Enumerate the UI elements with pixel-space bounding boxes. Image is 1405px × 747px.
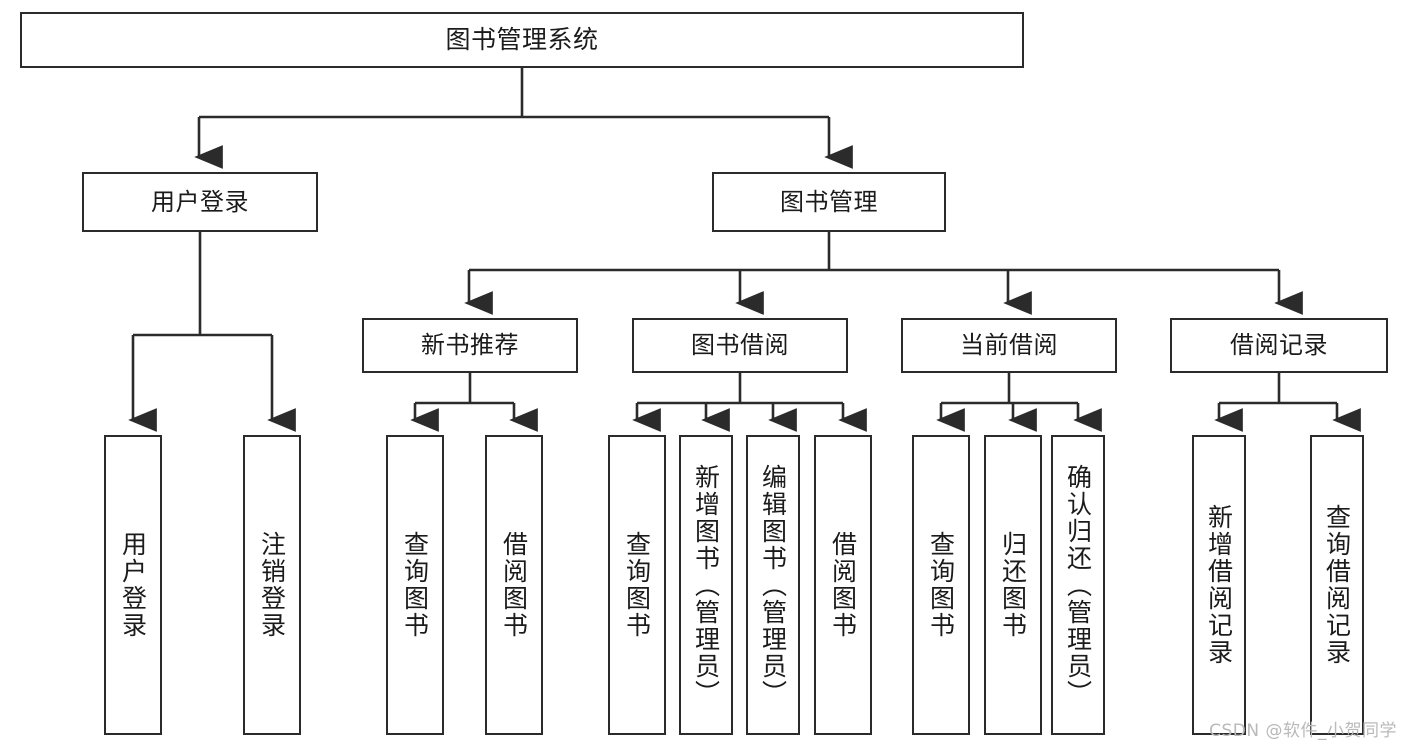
node-book-manage[interactable]: 图书管理 — [712, 172, 946, 232]
watermark: CSDN @软件_小贺同学 — [1209, 721, 1397, 741]
node-root[interactable]: 图书管理系统 — [20, 12, 1024, 68]
node-leaf-logout-login[interactable]: 注销登录 — [243, 435, 301, 735]
node-current-borrow[interactable]: 当前借阅 — [901, 318, 1117, 373]
node-leaf-query-book-1-label: 查询图书 — [400, 531, 430, 639]
node-leaf-return-book[interactable]: 归还图书 — [984, 435, 1042, 735]
node-leaf-add-book-admin-label: 新增图书（管理员） — [691, 463, 721, 707]
node-user-login-label: 用户登录 — [151, 187, 249, 216]
node-leaf-return-book-label: 归还图书 — [998, 531, 1028, 639]
node-leaf-query-borrow-record-label: 查询借阅记录 — [1322, 504, 1352, 666]
node-leaf-query-book-3-label: 查询图书 — [926, 531, 956, 639]
node-leaf-logout-login-label: 注销登录 — [257, 531, 287, 639]
node-leaf-user-login[interactable]: 用户登录 — [104, 435, 162, 735]
node-leaf-query-book-3[interactable]: 查询图书 — [912, 435, 970, 735]
node-leaf-query-book-2[interactable]: 查询图书 — [608, 435, 666, 735]
node-leaf-confirm-return-admin-label: 确认归还（管理员） — [1063, 463, 1093, 707]
node-book-borrow[interactable]: 图书借阅 — [632, 318, 848, 373]
node-leaf-borrow-book-2[interactable]: 借阅图书 — [814, 435, 872, 735]
node-leaf-add-borrow-record-label: 新增借阅记录 — [1204, 504, 1234, 666]
node-book-borrow-label: 图书借阅 — [691, 331, 789, 360]
node-current-borrow-label: 当前借阅 — [960, 331, 1058, 360]
node-borrow-record[interactable]: 借阅记录 — [1170, 318, 1388, 373]
node-book-manage-label: 图书管理 — [780, 187, 878, 216]
node-new-book-recommend[interactable]: 新书推荐 — [362, 318, 578, 373]
node-leaf-borrow-book-1-label: 借阅图书 — [499, 531, 529, 639]
node-leaf-query-borrow-record[interactable]: 查询借阅记录 — [1310, 435, 1364, 735]
node-leaf-add-book-admin[interactable]: 新增图书（管理员） — [679, 435, 733, 735]
node-leaf-edit-book-admin[interactable]: 编辑图书（管理员） — [746, 435, 800, 735]
node-leaf-add-borrow-record[interactable]: 新增借阅记录 — [1192, 435, 1246, 735]
node-leaf-borrow-book-1[interactable]: 借阅图书 — [485, 435, 543, 735]
node-leaf-confirm-return-admin[interactable]: 确认归还（管理员） — [1051, 435, 1105, 735]
node-borrow-record-label: 借阅记录 — [1230, 331, 1328, 360]
node-leaf-edit-book-admin-label: 编辑图书（管理员） — [758, 463, 788, 707]
node-leaf-query-book-1[interactable]: 查询图书 — [386, 435, 444, 735]
node-leaf-borrow-book-2-label: 借阅图书 — [828, 531, 858, 639]
node-leaf-user-login-label: 用户登录 — [118, 531, 148, 639]
node-user-login[interactable]: 用户登录 — [82, 172, 318, 232]
node-leaf-query-book-2-label: 查询图书 — [622, 531, 652, 639]
node-root-label: 图书管理系统 — [445, 25, 599, 54]
node-new-book-recommend-label: 新书推荐 — [421, 331, 519, 360]
